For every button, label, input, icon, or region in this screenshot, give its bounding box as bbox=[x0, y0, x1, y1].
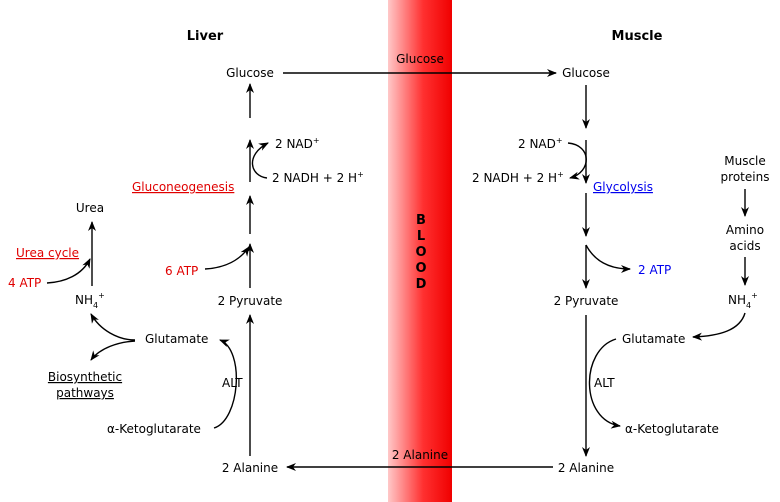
blood-band bbox=[388, 0, 452, 502]
muscle-pyruvate: 2 Pyruvate bbox=[554, 294, 619, 308]
liver-nh4: NH4+ bbox=[75, 291, 105, 310]
svg-text:L: L bbox=[417, 229, 425, 244]
muscle-glutamate: Glutamate bbox=[622, 332, 685, 346]
liver-alt: ALT bbox=[222, 376, 243, 390]
blood-alanine: 2 Alanine bbox=[392, 448, 448, 462]
muscle-nad: 2 NAD+ bbox=[518, 136, 563, 151]
svg-text:B: B bbox=[416, 213, 426, 228]
biosynthetic-pathways-line1[interactable]: Biosynthetic bbox=[48, 370, 122, 384]
liver-nadh: 2 NADH + 2 H+ bbox=[272, 170, 364, 185]
amino-acids-line2: acids bbox=[729, 239, 760, 253]
liver-alanine: 2 Alanine bbox=[222, 461, 278, 475]
muscle-header: Muscle bbox=[612, 29, 663, 44]
muscle-alanine: 2 Alanine bbox=[558, 461, 614, 475]
muscle-alt: ALT bbox=[594, 376, 615, 390]
muscle-ketoglutarate: α-Ketoglutarate bbox=[625, 422, 719, 436]
urea: Urea bbox=[76, 201, 104, 215]
muscle-arrows bbox=[567, 85, 749, 457]
svg-text:D: D bbox=[416, 277, 427, 292]
liver-4-atp: 4 ATP bbox=[8, 276, 41, 290]
blood-label: B L O O D bbox=[415, 213, 426, 292]
liver-nad: 2 NAD+ bbox=[275, 136, 320, 151]
liver-ketoglutarate: α-Ketoglutarate bbox=[107, 422, 201, 436]
liver-arrows bbox=[46, 83, 269, 456]
muscle-proteins-line1: Muscle bbox=[724, 154, 766, 168]
liver-glucose: Glucose bbox=[226, 66, 274, 80]
svg-text:O: O bbox=[415, 261, 426, 276]
urea-cycle-link[interactable]: Urea cycle bbox=[16, 246, 79, 260]
liver-glutamate: Glutamate bbox=[145, 332, 208, 346]
liver-6-atp: 6 ATP bbox=[165, 264, 198, 278]
muscle-nadh: 2 NADH + 2 H+ bbox=[472, 170, 564, 185]
biosynthetic-pathways-line2[interactable]: pathways bbox=[56, 386, 114, 400]
glycolysis-link[interactable]: Glycolysis bbox=[593, 180, 653, 194]
amino-acids-line1: Amino bbox=[726, 223, 764, 237]
gluconeogenesis-link[interactable]: Gluconeogenesis bbox=[132, 180, 234, 194]
blood-glucose: Glucose bbox=[396, 52, 444, 66]
svg-text:O: O bbox=[415, 245, 426, 260]
liver-header: Liver bbox=[187, 29, 224, 44]
muscle-nh4: NH4+ bbox=[728, 291, 758, 310]
muscle-2-atp: 2 ATP bbox=[638, 263, 671, 277]
muscle-glucose: Glucose bbox=[562, 66, 610, 80]
liver-pyruvate: 2 Pyruvate bbox=[218, 294, 283, 308]
muscle-proteins-line2: proteins bbox=[721, 170, 770, 184]
